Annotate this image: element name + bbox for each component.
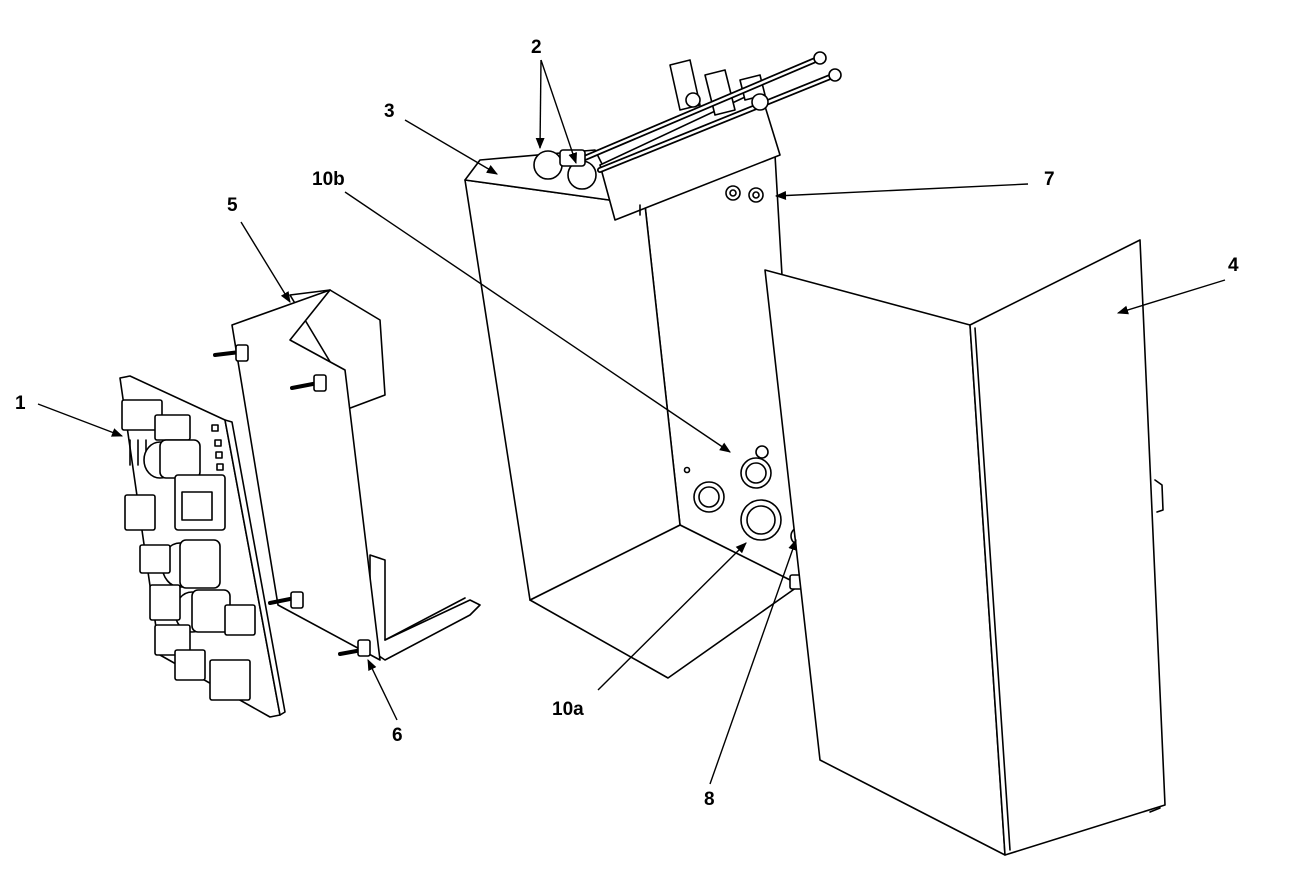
callout-7: 7 — [1044, 169, 1055, 190]
leader-4 — [1116, 279, 1226, 315]
cover-part — [764, 239, 1166, 856]
callout-10b: 10b — [312, 169, 345, 190]
callout-6: 6 — [392, 725, 403, 746]
mounting-plate-part — [213, 289, 481, 661]
circuit-board-part — [119, 375, 286, 718]
leader-10a — [597, 542, 747, 691]
callout-8: 8 — [704, 789, 715, 810]
leader-lines — [37, 59, 1226, 785]
callout-2: 2 — [531, 37, 542, 58]
leader-5 — [240, 221, 291, 303]
callout-1: 1 — [15, 393, 26, 414]
leader-2b — [540, 59, 577, 165]
leader-2a — [535, 59, 545, 150]
leader-8 — [709, 538, 797, 785]
leader-1 — [37, 403, 124, 437]
leader-6 — [367, 658, 398, 721]
leader-3 — [404, 119, 498, 175]
callout-10a: 10a — [552, 699, 584, 720]
standoff-set — [213, 344, 371, 657]
leader-7 — [774, 183, 1029, 200]
callout-3: 3 — [384, 101, 395, 122]
callout-5: 5 — [227, 195, 238, 216]
enclosure-part — [464, 51, 842, 679]
callout-4: 4 — [1228, 255, 1239, 276]
leader-10b — [344, 191, 731, 453]
